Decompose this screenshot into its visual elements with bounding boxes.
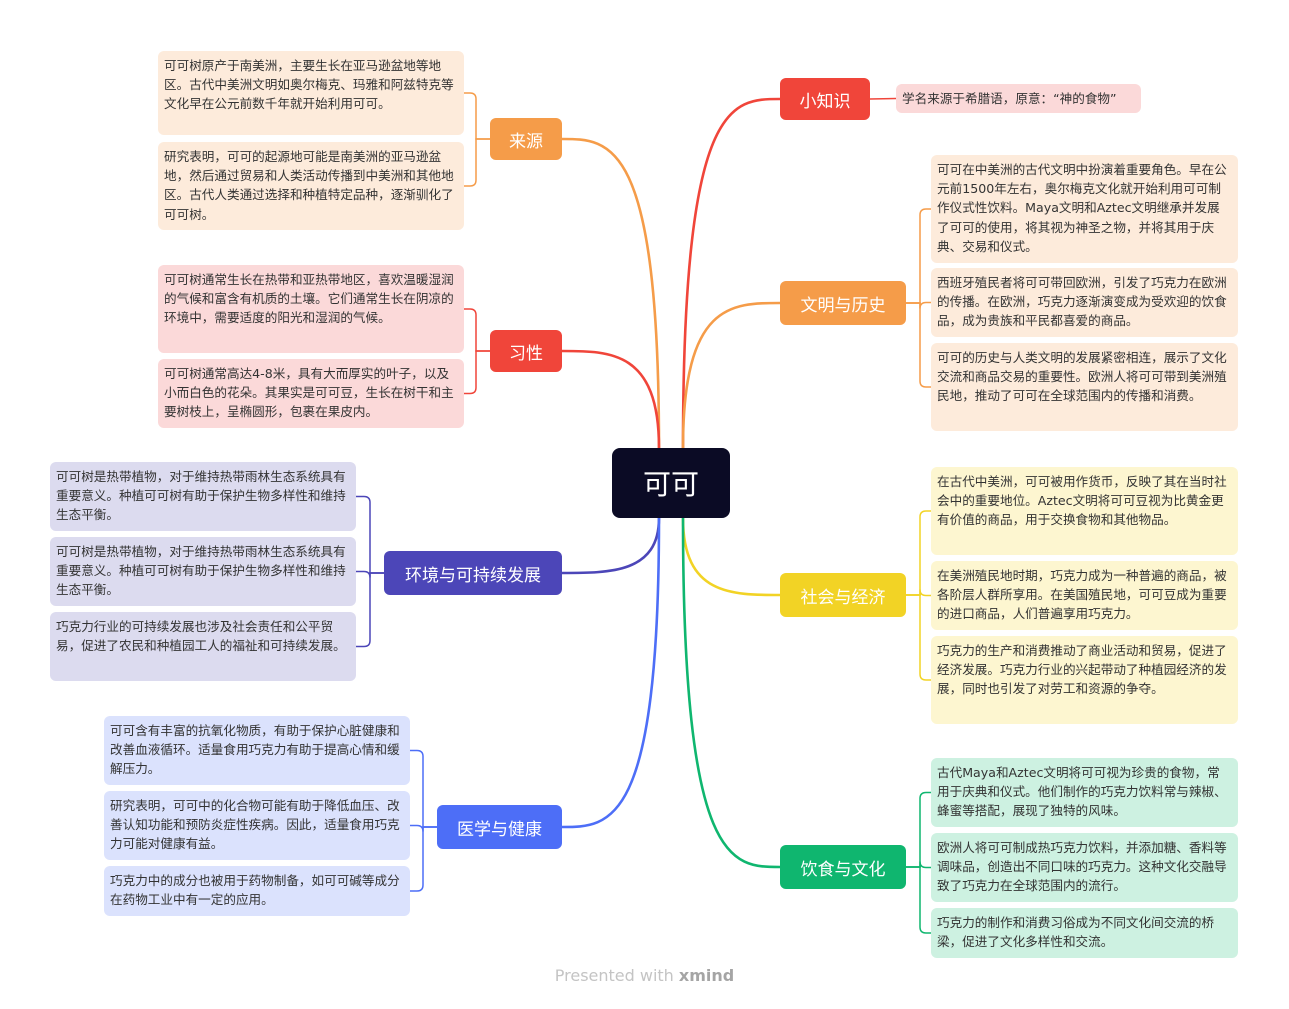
link-shehui-leaf-3 <box>905 594 932 681</box>
link-yixue-leaf-1 <box>409 749 438 828</box>
link-laiyuan-leaf-2 <box>463 138 491 187</box>
link-huanjing-leaf-3 <box>355 572 385 648</box>
link-center-wenming <box>681 301 782 450</box>
link-yinshi-leaf-3 <box>905 866 932 934</box>
link-shehui-leaf-1 <box>905 510 932 596</box>
branch-yinshi-wenhua[interactable]: 饮食与文化 <box>780 845 906 889</box>
leaf-shehui-2[interactable]: 在美洲殖民地时期，巧克力成为一种普遍的商品，被各阶层人群所享用。在美国殖民地，可… <box>931 561 1238 630</box>
link-xiaozhishi-leaf-1 <box>869 97 897 100</box>
leaf-huanjing-2[interactable]: 可可树是热带植物，对于维持热带雨林生态系统具有重要意义。种植可可树有助于保护生物… <box>50 537 356 606</box>
link-center-huanjing <box>560 516 661 575</box>
branch-xiaozhishi[interactable]: 小知识 <box>780 78 870 120</box>
link-center-yixue <box>560 516 661 829</box>
footer-prefix: Presented with <box>554 966 674 985</box>
branch-yixue-jiankang[interactable]: 医学与健康 <box>437 805 562 849</box>
link-center-yinshi <box>681 516 782 869</box>
link-wenming-leaf-3 <box>905 302 932 388</box>
branch-shehui-jingji[interactable]: 社会与经济 <box>780 573 906 617</box>
leaf-yinshi-2[interactable]: 欧洲人将可可制成热巧克力饮料，并添加糖、香料等调味品，创造出不同口味的巧克力。这… <box>931 833 1238 902</box>
leaf-xiaozhishi-1[interactable]: 学名来源于希腊语，原意：“神的食物” <box>896 84 1141 113</box>
leaf-yinshi-3[interactable]: 巧克力的制作和消费习俗成为不同文化间交流的桥梁，促进了文化多样性和交流。 <box>931 908 1238 958</box>
link-xixing-leaf-1 <box>463 308 491 352</box>
branch-laiyuan[interactable]: 来源 <box>490 118 562 160</box>
branch-xixing[interactable]: 习性 <box>490 330 562 372</box>
link-center-shehui <box>681 516 782 597</box>
leaf-shehui-1[interactable]: 在古代中美洲，可可被用作货币，反映了其在当时社会中的重要地位。Aztec文明将可… <box>931 467 1238 555</box>
link-huanjing-leaf-1 <box>355 495 385 574</box>
leaf-xixing-1[interactable]: 可可树通常生长在热带和亚热带地区，喜欢温暖湿润的气候和富含有机质的土壤。它们通常… <box>158 265 464 353</box>
link-wenming-leaf-1 <box>905 208 932 304</box>
link-shehui-leaf-2 <box>905 589 932 597</box>
leaf-wenming-3[interactable]: 可可的历史与人类文明的发展紧密相连，展示了文化交流和商品交易的重要性。欧洲人将可… <box>931 343 1238 431</box>
leaf-wenming-2[interactable]: 西班牙殖民者将可可带回欧洲，引发了巧克力在欧洲的传播。在欧洲，巧克力逐渐演变成为… <box>931 268 1238 337</box>
leaf-yixue-3[interactable]: 巧克力中的成分也被用于药物制备，如可可碱等成分在药物工业中有一定的应用。 <box>104 866 410 916</box>
link-center-xixing <box>560 349 661 450</box>
branch-wenming-lishi[interactable]: 文明与历史 <box>780 281 906 325</box>
footer-brand: xmind <box>678 966 735 985</box>
link-yixue-leaf-3 <box>409 826 438 892</box>
leaf-laiyuan-2[interactable]: 研究表明，可可的起源地可能是南美洲的亚马逊盆地，然后通过贸易和人类活动传播到中美… <box>158 142 464 230</box>
leaf-yinshi-1[interactable]: 古代Maya和Aztec文明将可可视为珍贵的食物，常用于庆典和仪式。他们制作的巧… <box>931 758 1238 827</box>
link-yinshi-leaf-1 <box>905 791 932 868</box>
central-topic[interactable]: 可可 <box>612 448 730 518</box>
leaf-shehui-3[interactable]: 巧克力的生产和消费推动了商业活动和贸易，促进了经济发展。巧克力行业的兴起带动了种… <box>931 636 1238 724</box>
link-laiyuan-leaf-1 <box>463 92 491 140</box>
leaf-wenming-1[interactable]: 可可在中美洲的古代文明中扮演着重要角色。早在公元前1500年左右，奥尔梅克文化就… <box>931 155 1238 263</box>
leaf-huanjing-1[interactable]: 可可树是热带植物，对于维持热带雨林生态系统具有重要意义。种植可可树有助于保护生物… <box>50 462 356 531</box>
leaf-yixue-2[interactable]: 研究表明，可可中的化合物可能有助于降低血压、改善认知功能和预防炎症性疾病。因此，… <box>104 791 410 860</box>
branch-huanjing[interactable]: 环境与可持续发展 <box>384 551 562 595</box>
leaf-xixing-2[interactable]: 可可树通常高达4-8米，具有大而厚实的叶子，以及小而白色的花朵。其果实是可可豆，… <box>158 359 464 428</box>
link-yinshi-leaf-2 <box>905 861 932 869</box>
link-xixing-leaf-2 <box>463 350 491 395</box>
footer-watermark: Presented with xmind <box>0 966 1289 985</box>
leaf-huanjing-3[interactable]: 巧克力行业的可持续发展也涉及社会责任和公平贸易，促进了农民和种植园工人的福祉和可… <box>50 612 356 681</box>
link-center-laiyuan <box>560 137 661 450</box>
leaf-yixue-1[interactable]: 可可含有丰富的抗氧化物质，有助于保护心脏健康和改善血液循环。适量食用巧克力有助于… <box>104 716 410 785</box>
link-center-xiaozhishi <box>681 97 782 450</box>
leaf-laiyuan-1[interactable]: 可可树原产于南美洲，主要生长在亚马逊盆地等地区。古代中美洲文明如奥尔梅克、玛雅和… <box>158 51 464 135</box>
